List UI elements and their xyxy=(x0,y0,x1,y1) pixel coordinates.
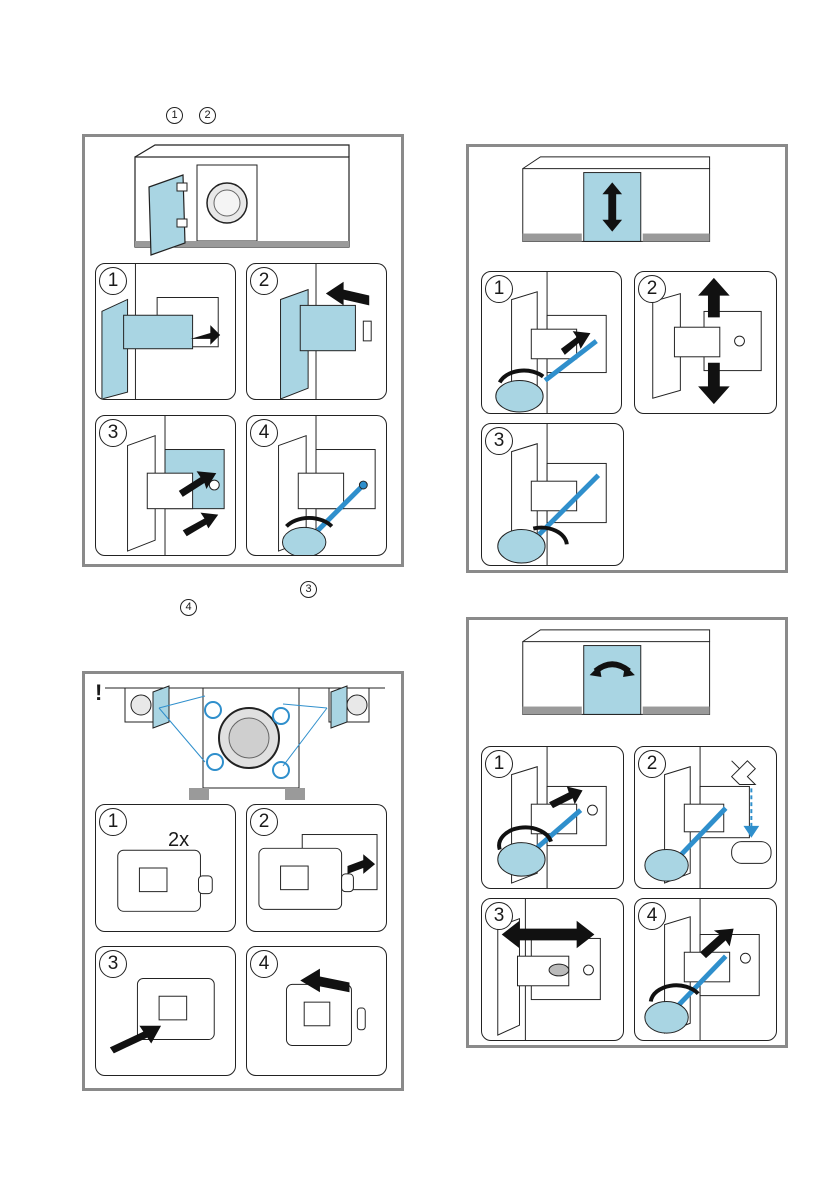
step-number: 2 xyxy=(638,275,666,303)
step-cell: 3 xyxy=(481,898,624,1041)
step-cell: 1 xyxy=(481,746,624,889)
step-number: 4 xyxy=(638,902,666,930)
marker-step-2: 2 xyxy=(199,107,216,124)
step-cell: 4 xyxy=(246,946,387,1076)
step-cell: 2 xyxy=(246,263,387,400)
step-cell: 4 xyxy=(246,415,387,556)
step-cell: 1 xyxy=(95,263,236,400)
step-cell: 2 xyxy=(634,271,777,414)
step-number: 2 xyxy=(250,808,278,836)
appliance-illustration xyxy=(85,137,401,267)
appliance-front-illustration xyxy=(85,674,401,804)
panel-height-adjustment: 1 2 3 xyxy=(466,144,788,573)
marker-step-1: 1 xyxy=(166,107,183,124)
panel-cover-caps: ! 1 2x 2 xyxy=(82,671,404,1091)
step-number: 2 xyxy=(250,267,278,295)
step-cell: 3 xyxy=(481,423,624,566)
step-cell: 3 xyxy=(95,946,236,1076)
step-number: 2 xyxy=(638,750,666,778)
step-number: 3 xyxy=(99,419,127,447)
step-cell: 1 2x xyxy=(95,804,236,932)
appliance-illustration xyxy=(469,620,785,738)
panel-side-adjustment: 1 2 3 xyxy=(466,617,788,1048)
marker-step-3: 3 xyxy=(300,581,317,598)
step-number: 1 xyxy=(485,750,513,778)
step-cell: 3 xyxy=(95,415,236,556)
step-number: 3 xyxy=(485,902,513,930)
step-number: 1 xyxy=(485,275,513,303)
step-number: 1 xyxy=(99,808,127,836)
step-number: 1 xyxy=(99,267,127,295)
step-number: 3 xyxy=(485,427,513,455)
marker-step-4: 4 xyxy=(180,599,197,616)
step-number: 4 xyxy=(250,950,278,978)
step-cell: 4 xyxy=(634,898,777,1041)
step-cell: 2 xyxy=(246,804,387,932)
step-cell: 2 xyxy=(634,746,777,889)
step-number: 4 xyxy=(250,419,278,447)
appliance-illustration xyxy=(469,147,785,265)
step-cell: 1 xyxy=(481,271,622,414)
step-number: 3 xyxy=(99,950,127,978)
panel-door-hinge-mounting: 1 2 3 4 xyxy=(82,134,404,567)
